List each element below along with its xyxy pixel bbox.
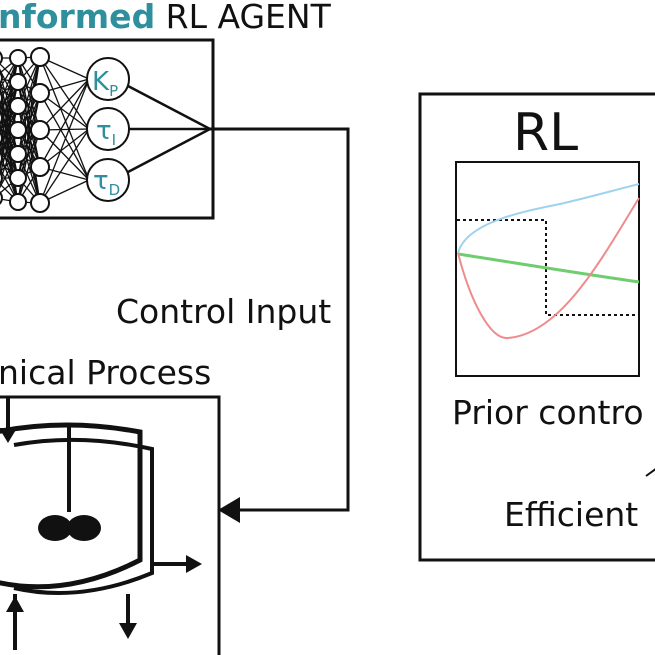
network-edge <box>0 57 19 105</box>
network-node <box>9 145 27 163</box>
partial-arrow-stub <box>645 468 655 477</box>
agent-title: nformed RL AGENT <box>0 0 332 36</box>
network-edge <box>39 92 90 130</box>
network-node <box>0 51 3 65</box>
output-node-kp: KP <box>86 57 130 101</box>
response-curve-blue <box>457 183 640 254</box>
network-node <box>0 71 3 85</box>
network-node <box>9 97 27 115</box>
response-curve-red <box>457 197 640 340</box>
network-node <box>30 47 50 67</box>
agent-title-highlight: nformed <box>0 0 155 36</box>
network-nodes <box>0 47 50 213</box>
network-node <box>30 193 50 213</box>
rl-caption: Prior contro <box>452 393 644 432</box>
process-title: nical Process <box>0 353 211 392</box>
network-edge <box>39 128 90 204</box>
output-taud-sub: D <box>109 181 121 199</box>
response-curve-green <box>457 252 640 284</box>
output-node-taui: τI <box>86 107 130 151</box>
rl-title: RL <box>513 103 578 163</box>
network-node <box>0 191 3 205</box>
reactor-vessel <box>0 422 154 595</box>
output-convergence-lines <box>127 84 211 174</box>
network-node <box>0 111 3 125</box>
network-edge <box>17 129 41 203</box>
rl-panel <box>418 92 655 562</box>
agent-title-rest: RL AGENT <box>155 0 331 36</box>
network-node <box>0 171 3 185</box>
network-node <box>30 157 50 177</box>
network-edge <box>39 92 90 181</box>
network-edge <box>0 129 19 183</box>
network-edge <box>0 57 19 121</box>
output-taui-sub: I <box>112 131 116 149</box>
network-edge <box>0 136 19 203</box>
network-edge <box>39 78 90 131</box>
output-node-taud: τD <box>86 158 130 202</box>
network-edge <box>39 78 90 204</box>
network-edge <box>0 131 19 179</box>
output-kp-sub: P <box>109 82 118 100</box>
network-node <box>9 49 27 67</box>
network-edge <box>39 78 90 168</box>
control-connector <box>210 127 350 512</box>
svg-text:τI: τI <box>96 116 116 149</box>
network-edge <box>17 56 41 131</box>
setpoint-step-line <box>457 219 640 316</box>
svg-text:KP: KP <box>92 67 118 100</box>
stream-arrowheads <box>0 428 202 639</box>
network-edge <box>0 105 19 178</box>
network-edge <box>0 152 19 203</box>
impeller <box>38 515 101 541</box>
network-edge <box>39 56 90 130</box>
control-input-label: Control Input <box>116 292 331 331</box>
process-box <box>0 395 221 655</box>
network-node <box>9 169 27 187</box>
network-edge <box>17 92 41 179</box>
output-kp-main: K <box>92 67 110 97</box>
output-taui-main: τ <box>96 116 112 146</box>
network-node <box>0 151 3 165</box>
network-edge <box>39 129 90 181</box>
control-arrowhead <box>218 497 240 523</box>
output-taud-main: τ <box>93 166 109 196</box>
network-edge <box>39 56 90 181</box>
network-node <box>0 91 3 105</box>
svg-text:τD: τD <box>93 166 120 199</box>
network-node <box>30 120 50 140</box>
network-node <box>9 73 27 91</box>
network-edge <box>17 92 41 155</box>
network-node <box>30 83 50 103</box>
rl-caption-2: Efficient <box>504 495 638 534</box>
network-edge <box>39 128 90 168</box>
network-node <box>9 121 27 139</box>
network-node <box>0 131 3 145</box>
network-node <box>9 193 27 211</box>
